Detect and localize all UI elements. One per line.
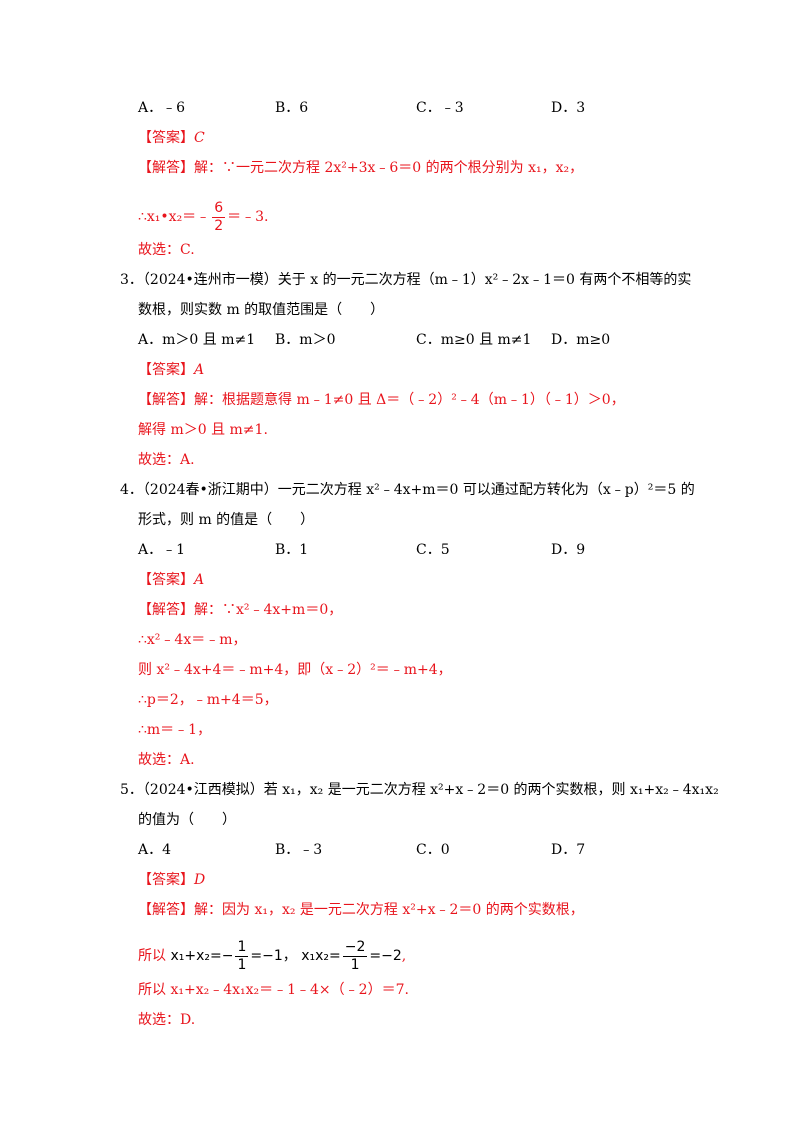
solution-text: 解：根据题意得 m﹣1≠0 且 Δ＝（﹣2）²﹣4（m﹣1）（﹣1）＞0， — [194, 392, 625, 408]
solution-text: 解：∵x²﹣4x+m＝0， — [194, 602, 343, 618]
q2-solution-line-1: 【解答】解：∵一元二次方程 2x²+3x﹣6＝0 的两个根分别为 x₁，x₂， — [138, 158, 583, 178]
solution-text: 所以 — [138, 948, 166, 964]
q3-solution-line-1: 【解答】解：根据题意得 m﹣1≠0 且 Δ＝（﹣2）²﹣4（m﹣1）（﹣1）＞0… — [138, 390, 625, 410]
q2-answer: 【答案】C — [138, 128, 205, 148]
q5-stem-line-1: 5．（2024•江西模拟）若 x₁，x₂ 是一元二次方程 x²+x﹣2＝0 的两… — [120, 782, 719, 798]
q4-solution-line-3: 则 x²﹣4x+4＝﹣m+4，即（x﹣2）²＝﹣m+4， — [138, 662, 452, 678]
q5-choose: 故选：D. — [138, 1012, 196, 1028]
q4-solution-line-4: ∴p＝2，﹣m+4＝5， — [138, 692, 278, 708]
solution-text: , — [401, 948, 407, 964]
fraction-denominator: 1 — [237, 956, 247, 973]
q4-option-d: D．9 — [551, 542, 586, 558]
solution-text: ∴x₁•x₂＝﹣ — [138, 209, 211, 225]
formula-part: x₁x₂= — [301, 948, 341, 964]
solution-tag: 【解答】 — [138, 902, 194, 918]
q2-option-a: A．﹣6 — [138, 100, 186, 116]
q3-option-c: C．m≥0 且 m≠1 — [416, 332, 532, 348]
answer-tag: 【答案】 — [138, 572, 194, 588]
q2-option-d: D．3 — [551, 100, 586, 116]
q3-solution-line-2: 解得 m＞0 且 m≠1. — [138, 422, 268, 438]
q4-solution-line-5: ∴m＝﹣1， — [138, 722, 212, 738]
answer-tag: 【答案】 — [138, 362, 194, 378]
q5-option-b: B．﹣3 — [275, 842, 323, 858]
q4-option-c: C．5 — [416, 542, 450, 558]
formula-part: =−1， — [250, 948, 297, 964]
q5-option-a: A．4 — [138, 842, 172, 858]
q5-option-d: D．7 — [551, 842, 586, 858]
answer-value: C — [194, 130, 205, 146]
q2-option-b: B．6 — [275, 100, 309, 116]
q3-stem-line-1: 3．（2024•连州市一模）关于 x 的一元二次方程（m﹣1）x²﹣2x﹣1＝0… — [120, 272, 692, 288]
solution-tag: 【解答】 — [138, 160, 194, 176]
formula-part: =−2 — [369, 948, 402, 964]
q5-solution-line-3: 所以 x₁+x₂﹣4x₁x₂＝﹣1﹣4×（﹣2）＝7. — [138, 982, 409, 998]
fraction-numerator: 6 — [212, 199, 226, 218]
fraction-numerator: 1 — [235, 938, 249, 957]
q5-stem-line-2: 的值为（ ） — [138, 812, 236, 828]
q3-option-a: A．m＞0 且 m≠1 — [138, 332, 256, 348]
q3-answer: 【答案】A — [138, 360, 204, 380]
q5-solution-line-1: 【解答】解：因为 x₁，x₂ 是一元二次方程 x²+x﹣2＝0 的两个实数根， — [138, 900, 584, 920]
q4-stem-line-2: 形式，则 m 的值是（ ） — [138, 512, 315, 528]
fraction-denominator: 1 — [350, 956, 360, 973]
q4-choose: 故选：A. — [138, 752, 195, 768]
solution-text: ＝﹣3. — [227, 209, 269, 225]
solution-text: 解：因为 x₁，x₂ 是一元二次方程 x²+x﹣2＝0 的两个实数根， — [194, 902, 584, 918]
q3-choose: 故选：A. — [138, 452, 195, 468]
q5-answer: 【答案】D — [138, 870, 205, 890]
solution-tag: 【解答】 — [138, 602, 194, 618]
q4-solution-line-2: ∴x²﹣4x＝﹣m， — [138, 632, 247, 648]
q2-choose: 故选：C. — [138, 242, 195, 258]
q3-stem-line-2: 数根，则实数 m 的取值范围是（ ） — [138, 302, 385, 318]
q3-option-d: D．m≥0 — [551, 332, 611, 348]
answer-tag: 【答案】 — [138, 130, 194, 146]
solution-text: 解：∵一元二次方程 2x²+3x﹣6＝0 的两个根分别为 x₁，x₂， — [194, 160, 584, 176]
solution-tag: 【解答】 — [138, 392, 194, 408]
formula-part: x₁+x₂=− — [170, 948, 234, 964]
answer-value: A — [194, 362, 205, 378]
answer-tag: 【答案】 — [138, 872, 194, 888]
fraction-denominator: 2 — [214, 217, 224, 234]
fraction-numerator: −2 — [342, 938, 368, 957]
answer-value: A — [194, 572, 205, 588]
answer-value: D — [194, 872, 206, 888]
q2-option-c: C．﹣3 — [416, 100, 464, 116]
q4-stem-line-1: 4．（2024春•浙江期中）一元二次方程 x²﹣4x+m＝0 可以通过配方转化为… — [120, 482, 695, 498]
q4-option-b: B．1 — [275, 542, 309, 558]
q4-answer: 【答案】A — [138, 570, 204, 590]
q3-option-b: B．m＞0 — [275, 332, 336, 348]
q4-solution-line-1: 【解答】解：∵x²﹣4x+m＝0， — [138, 600, 342, 620]
q4-option-a: A．﹣1 — [138, 542, 186, 558]
q5-option-c: C．0 — [416, 842, 450, 858]
